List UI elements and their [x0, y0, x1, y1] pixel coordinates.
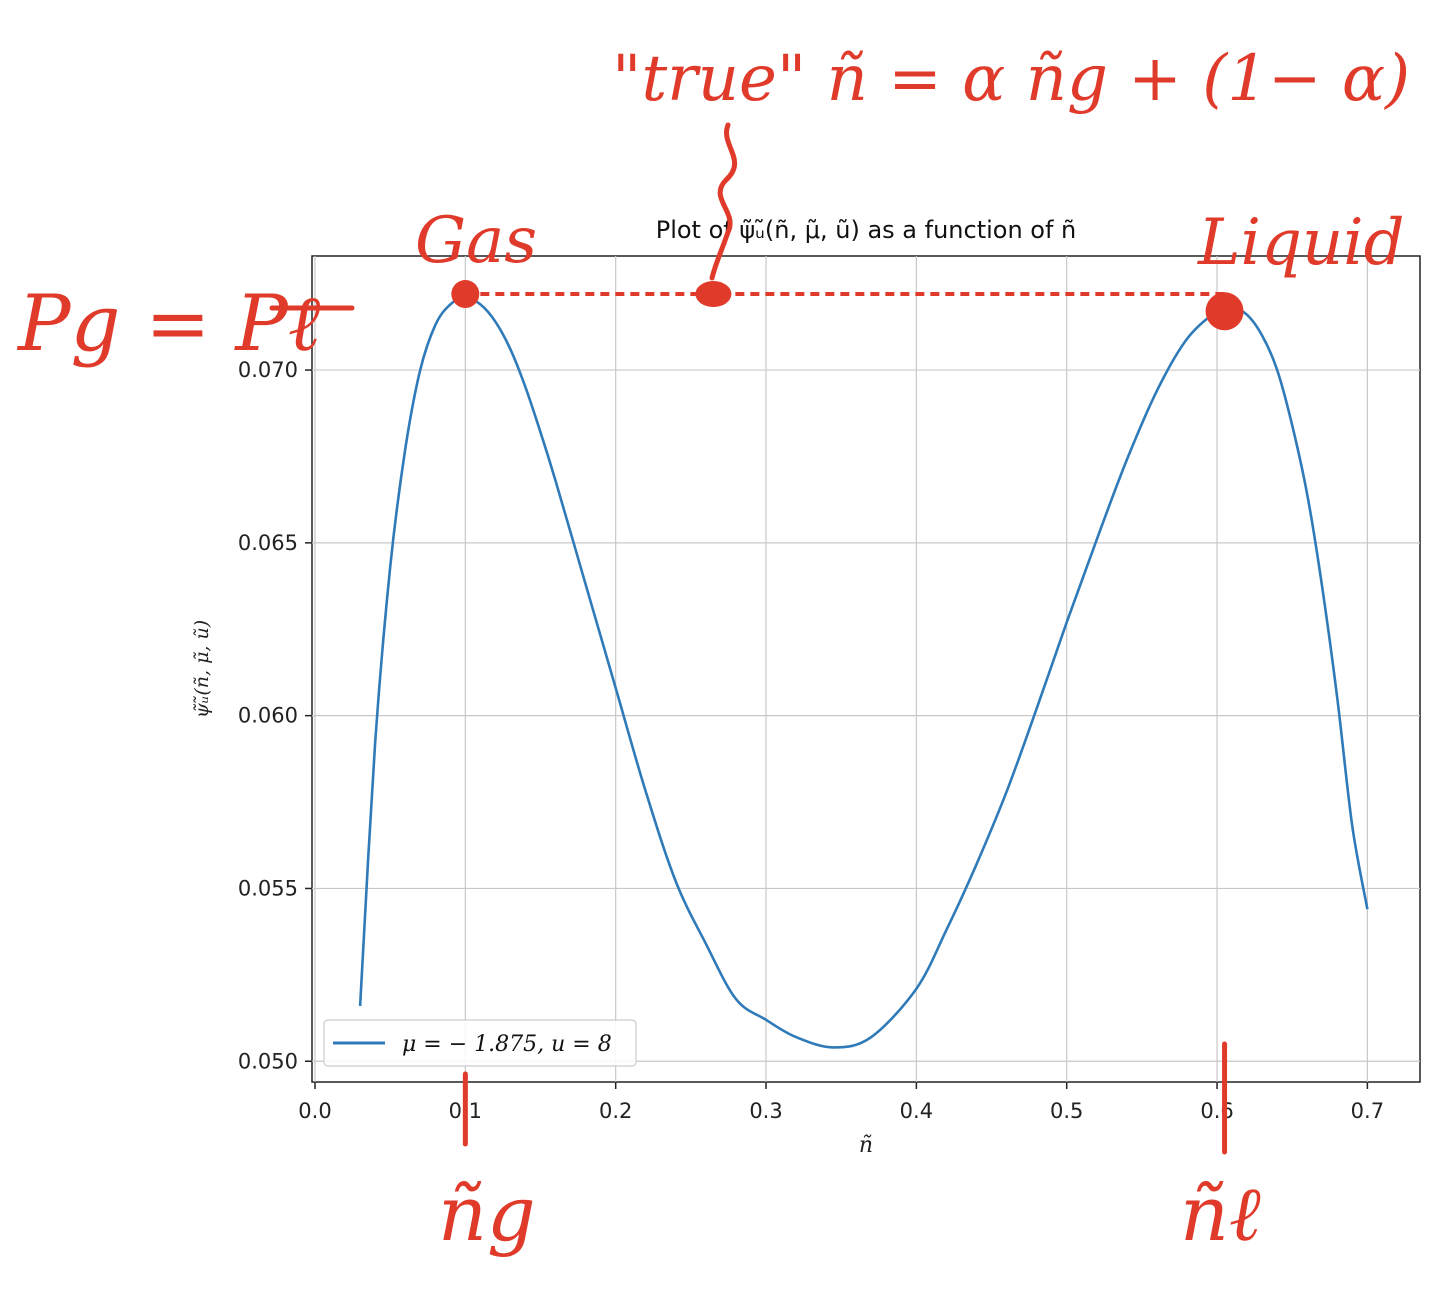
x-tick-label: 0.7: [1351, 1099, 1384, 1123]
annotation-n-gas-label: ñg: [438, 1169, 536, 1258]
annotation-gas-label: Gas: [415, 204, 537, 278]
axis-ticks: 0.00.10.20.30.40.50.60.70.0500.0550.0600…: [238, 358, 1384, 1123]
legend-box: [323, 1019, 637, 1067]
liquid-point-marker: [1205, 292, 1244, 331]
annotation-liquid-label: Liquid: [1197, 206, 1405, 280]
chart-title: Plot of ψ̃ᵤ̃(ñ, μ̃, ũ) as a function of …: [656, 216, 1077, 244]
x-tick-label: 0.4: [900, 1099, 933, 1123]
grid-lines: [312, 256, 1420, 1082]
x-tick-label: 0.3: [749, 1099, 782, 1123]
true-point-marker: [695, 281, 732, 308]
annotation-n-liquid-label: ñℓ: [1180, 1169, 1261, 1258]
annotations: "true" ñ = α ñg + (1− α) ñℓ Pg = Pℓ Gas …: [16, 42, 1434, 1258]
annotation-pressure-equality: Pg = Pℓ: [16, 279, 321, 369]
x-tick-label: 0.0: [298, 1099, 331, 1123]
annotation-true-n-formula: "true" ñ = α ñg + (1− α) ñℓ: [612, 42, 1434, 116]
legend: μ = − 1.875, u = 8: [323, 1019, 637, 1067]
plot-area: [311, 255, 1421, 1083]
y-tick-label: 0.065: [238, 531, 298, 555]
y-tick-label: 0.060: [238, 704, 298, 728]
series-line: [358, 296, 1369, 1049]
x-axis-label: ñ: [859, 1133, 873, 1158]
annotation-arrow-squiggle: [709, 122, 738, 281]
legend-entry-label: μ = − 1.875, u = 8: [402, 1032, 612, 1057]
gas-point-marker: [451, 280, 480, 309]
x-tick-label: 0.2: [599, 1099, 632, 1123]
y-tick-label: 0.055: [238, 876, 298, 900]
series-layer: [358, 296, 1369, 1049]
x-tick-label: 0.5: [1050, 1099, 1083, 1123]
y-tick-label: 0.070: [238, 358, 298, 382]
x-tick-label: 0.6: [1200, 1099, 1233, 1123]
y-tick-label: 0.050: [238, 1049, 298, 1073]
y-axis-label: ψ̃ᵤ̃(ñ, μ̃, ũ): [191, 620, 213, 718]
